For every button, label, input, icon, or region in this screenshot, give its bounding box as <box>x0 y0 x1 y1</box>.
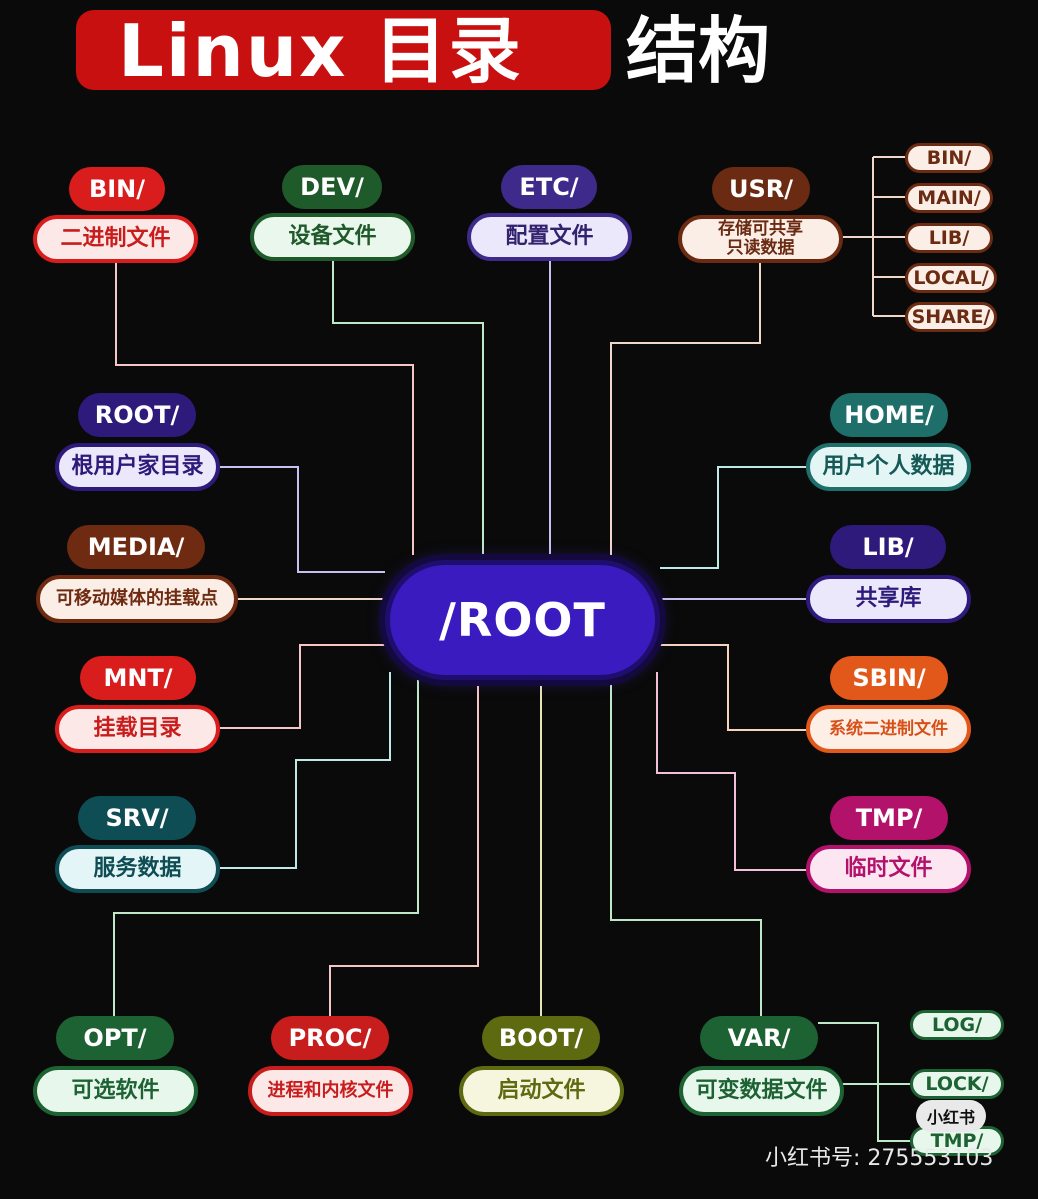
var-sub-1: LOCK/ <box>910 1069 1004 1099</box>
wire-root <box>220 466 385 573</box>
desc-sbin: 系统二进制文件 <box>806 705 971 753</box>
tag-media: MEDIA/ <box>67 525 205 569</box>
desc-proc: 进程和内核文件 <box>248 1066 413 1116</box>
tag-boot: BOOT/ <box>482 1016 600 1060</box>
tag-mnt: MNT/ <box>80 656 196 700</box>
title-banner <box>76 10 611 90</box>
tag-usr: USR/ <box>712 167 810 211</box>
wire-proc <box>329 680 479 1016</box>
tag-home: HOME/ <box>830 393 948 437</box>
tag-tmp: TMP/ <box>830 796 948 840</box>
desc-etc: 配置文件 <box>467 213 632 261</box>
wire-usr-children <box>843 156 905 317</box>
tag-var: VAR/ <box>700 1016 818 1060</box>
desc-tmp: 临时文件 <box>806 845 971 893</box>
wire-mnt <box>220 644 385 729</box>
tag-root: ROOT/ <box>78 393 196 437</box>
tag-lib: LIB/ <box>830 525 946 569</box>
desc-media: 可移动媒体的挂载点 <box>36 575 238 623</box>
tag-sbin: SBIN/ <box>830 656 948 700</box>
tag-dev: DEV/ <box>282 165 382 209</box>
usr-sub-2: LIB/ <box>905 223 993 253</box>
var-sub-2: TMP/ <box>910 1126 1004 1156</box>
tag-etc: ETC/ <box>501 165 597 209</box>
var-sub-0: LOG/ <box>910 1010 1004 1040</box>
usr-sub-3: LOCAL/ <box>905 263 997 293</box>
tag-opt: OPT/ <box>56 1016 174 1060</box>
watermark-logo: 小红书 <box>916 1100 986 1132</box>
desc-srv: 服务数据 <box>55 845 220 893</box>
wire-sbin <box>660 644 806 731</box>
desc-boot: 启动文件 <box>459 1066 624 1116</box>
desc-lib: 共享库 <box>806 575 971 623</box>
desc-dev: 设备文件 <box>250 213 415 261</box>
desc-var: 可变数据文件 <box>679 1066 844 1116</box>
desc-mnt: 挂载目录 <box>55 705 220 753</box>
wire-var <box>610 680 762 1016</box>
desc-root: 根用户家目录 <box>55 443 220 491</box>
wire-var-children <box>818 1022 910 1142</box>
tag-bin: BIN/ <box>69 167 165 211</box>
desc-bin: 二进制文件 <box>33 215 198 263</box>
wire-home <box>660 466 806 569</box>
desc-home: 用户个人数据 <box>806 443 971 491</box>
tag-proc: PROC/ <box>271 1016 389 1060</box>
usr-sub-1: MAIN/ <box>905 183 993 213</box>
wire-opt <box>113 680 419 1016</box>
wire-usr <box>610 262 761 555</box>
title-rest: 结构 <box>626 9 771 93</box>
root-node: /ROOT <box>385 560 660 680</box>
wire-bin <box>115 262 414 555</box>
title-highlight: Linux 目录 <box>118 9 523 93</box>
watermark-text: 小红书号: 275553103 <box>765 1146 994 1171</box>
wire-dev <box>332 260 484 555</box>
wire-tmp <box>656 672 806 871</box>
wire-srv <box>220 672 391 869</box>
usr-sub-4: SHARE/ <box>905 302 997 332</box>
desc-opt: 可选软件 <box>33 1066 198 1116</box>
usr-sub-0: BIN/ <box>905 143 993 173</box>
desc-usr: 存储可共享 只读数据 <box>678 215 843 263</box>
tag-srv: SRV/ <box>78 796 196 840</box>
